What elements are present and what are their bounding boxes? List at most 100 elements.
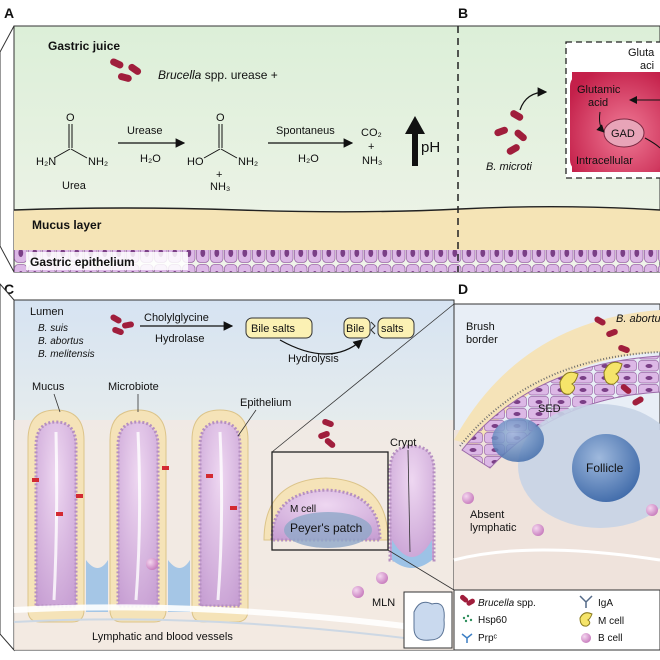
zoom-box [271,451,389,551]
spontaneous-label: Spontaneus [276,125,335,137]
panel-c: C Lumen B. suis B. abortus B. melitensis… [0,281,455,652]
mucus-label: Mucus [32,381,65,393]
legend-prpc: Prpᶜ [478,633,498,644]
svg-text:B. suis: B. suis [38,323,68,334]
svg-text:Gluta: Gluta [628,47,655,59]
svg-text:NH₂: NH₂ [88,156,108,168]
m-cells-d [559,361,623,395]
panel-b-letter: B [458,5,468,21]
legend-b-cell-icon [581,633,591,643]
brucella-cluster-c [110,314,134,336]
legend-brucella-icon [460,594,475,606]
panel-d-letter: D [458,281,468,297]
mln-label: MLN [372,597,395,609]
legend-b-cell: B cell [598,633,622,644]
carbamic-structure: O HO NH₂ + NH₃ [187,112,258,193]
svg-text:Bile salts: Bile salts [251,323,296,335]
m-cell-label: M cell [290,504,316,515]
legend: Brucella spp. Hsp60 Prpᶜ IgA M cell B ce… [453,589,660,651]
svg-text:HO: HO [187,156,204,168]
svg-text:lymphatic: lymphatic [470,522,517,534]
water-label-2: H₂O [298,153,319,165]
water-label-1: H₂O [140,153,161,165]
svg-text:aci: aci [640,60,654,72]
legend-box [453,589,660,651]
epithelium-label: Epithelium [240,397,291,409]
legend-iga-icon [579,595,593,608]
gad-label: GAD [611,128,635,140]
nh3-label: NH₃ [362,155,382,167]
panel-b: B Gluta aci Glutamic acid GAD Intracellu… [458,5,660,179]
legend-iga: IgA [598,598,613,609]
svg-text:H₂N: H₂N [36,156,56,168]
gastric-epithelium-label: Gastric epithelium [30,255,135,269]
lumen-label: Lumen [30,306,64,318]
svg-text:Absent: Absent [470,509,504,521]
sed-label: SED [538,403,561,415]
b-microti-label: B. microti [486,161,532,173]
co2-label: CO₂ [361,127,382,139]
brush-border [459,351,660,447]
vessels-label: Lymphatic and blood vessels [92,631,233,643]
svg-text:salts: salts [381,323,404,335]
svg-text:B. melitensis: B. melitensis [38,349,95,360]
gad-enzyme [603,118,645,148]
follicle-label: Follicle [586,461,624,475]
svg-text:+: + [368,141,374,153]
panel-c-letter: C [4,281,14,297]
svg-text:Hydrolase: Hydrolase [155,333,205,345]
svg-text:NH₂: NH₂ [238,156,258,168]
svg-text:O: O [66,112,75,124]
legend-m-cell: M cell [598,616,624,627]
svg-text:+: + [216,169,222,181]
peyers-patch-label: Peyer's patch [290,521,362,535]
legend-prpc-icon [461,633,473,643]
brucella-cluster-b [494,110,527,155]
ph-up-arrow [405,116,425,166]
crypt-label: Crypt [390,437,416,449]
peyers-patch: M cell Peyer's patch [263,477,389,548]
brucella-cluster-d [594,316,644,406]
microbiote-label: Microbiote [108,381,159,393]
brucella-icon [128,63,142,75]
panel-a: A Gastric juice Brucella spp. urease + O… [0,5,660,273]
svg-text:Brush: Brush [466,321,495,333]
svg-text:Bile: Bile [346,323,364,335]
legend-brucella: Brucella spp. [478,598,536,609]
urea-label: Urea [62,180,87,192]
urease-label: Urease [127,125,162,137]
panel-a-side [0,25,15,273]
brucella-icon [117,73,132,82]
panel-d: D Follicle SED Brush border Absent lymph… [453,281,660,591]
follicle [572,434,640,502]
gastric-juice-label: Gastric juice [48,39,120,53]
svg-text:Hydrolysis: Hydrolysis [288,353,339,365]
svg-text:NH₃: NH₃ [210,181,230,193]
svg-text:Cholylglycine: Cholylglycine [144,312,209,324]
brucella-icon [110,58,124,69]
bile-salts-box [245,317,313,339]
legend-m-cell-icon [579,612,593,627]
b-abortus-label: B. abortus [616,313,660,325]
svg-text:border: border [466,334,498,346]
mucus-layer [14,206,660,250]
panel-a-letter: A [4,5,14,21]
brucella-cluster-a [110,58,142,82]
ph-label: pH [421,139,440,156]
svg-text:B. abortus: B. abortus [38,336,84,347]
legend-hsp60-icon [462,614,473,623]
lymph-node-icon [413,601,445,641]
salts-box [377,317,415,339]
svg-text:Intracellular: Intracellular [576,155,633,167]
bile-box [343,317,371,339]
mucus-layer-label: Mucus layer [32,218,102,232]
legend-hsp60: Hsp60 [478,615,507,626]
svg-text:acid: acid [588,97,608,109]
brucella-urease-label: Brucella spp. urease + [158,68,278,82]
brucella-lumen [318,418,336,448]
svg-text:O: O [216,112,225,124]
svg-text:Glutamic: Glutamic [577,84,621,96]
urea-structure: O H₂N NH₂ Urea [36,112,108,192]
